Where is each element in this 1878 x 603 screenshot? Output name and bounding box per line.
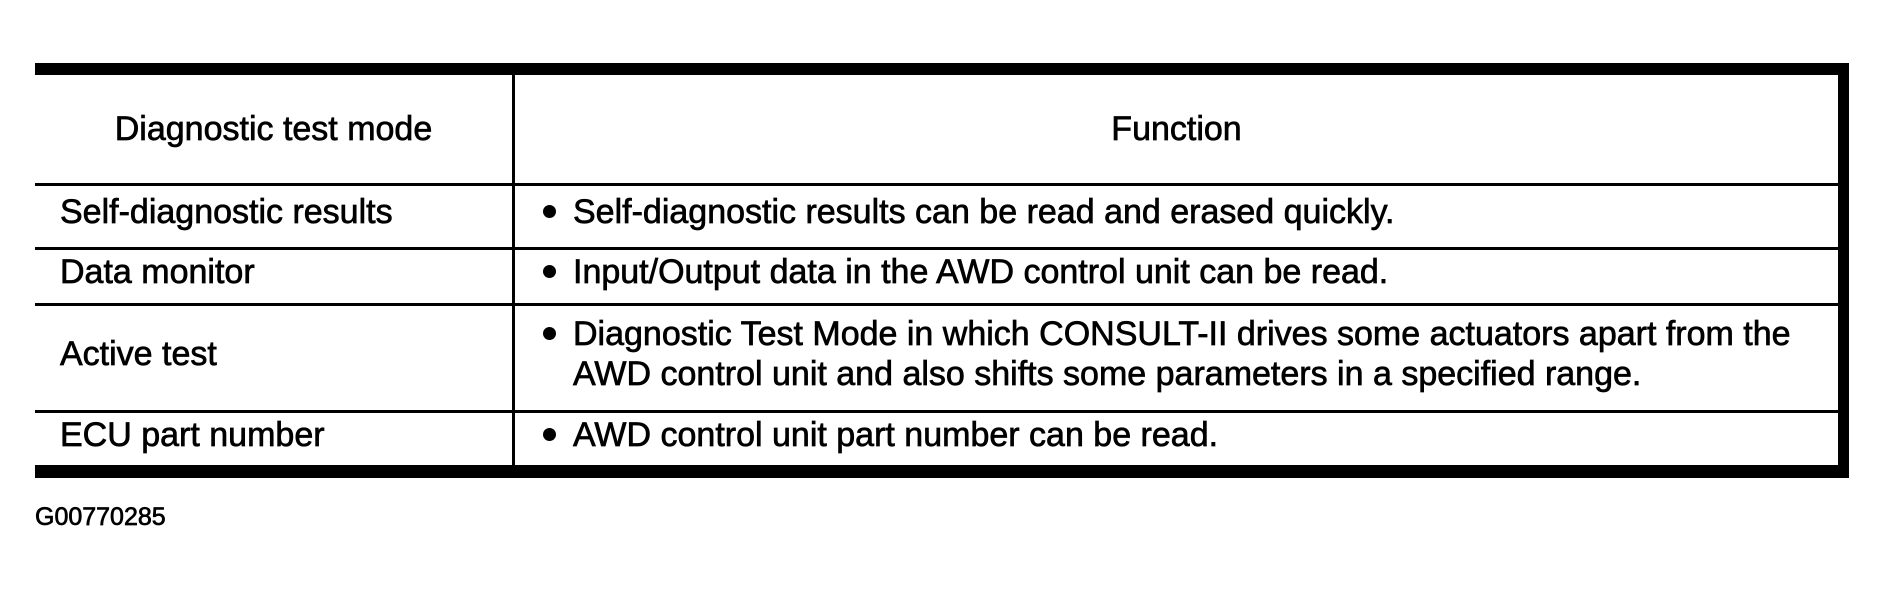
function-cell: Diagnostic Test Mode in which CONSULT-II… [515, 306, 1838, 410]
table-row: Self-diagnostic results Self-diagnostic … [35, 183, 1838, 247]
diagnostic-test-mode-table: Diagnostic test mode Function Self-diagn… [35, 63, 1849, 478]
column-header-diagnostic-test-mode: Diagnostic test mode [35, 75, 515, 183]
function-text: AWD control unit part number can be read… [573, 415, 1219, 454]
function-cell: AWD control unit part number can be read… [515, 413, 1838, 465]
mode-cell: Self-diagnostic results [35, 186, 515, 247]
table-header-row: Diagnostic test mode Function [35, 75, 1838, 183]
mode-cell: Data monitor [35, 250, 515, 303]
function-text: Self-diagnostic results can be read and … [573, 193, 1395, 232]
bullet-icon [543, 427, 556, 441]
function-cell: Self-diagnostic results can be read and … [515, 186, 1838, 247]
table-row: ECU part number AWD control unit part nu… [35, 410, 1838, 465]
table-row: Active test Diagnostic Test Mode in whic… [35, 303, 1838, 410]
function-text: Input/Output data in the AWD control uni… [573, 253, 1389, 292]
bullet-icon [543, 205, 556, 218]
column-header-function: Function [1111, 110, 1242, 149]
bullet-icon [543, 265, 556, 278]
mode-cell: Active test [35, 306, 515, 410]
function-cell: Input/Output data in the AWD control uni… [515, 250, 1838, 303]
table-row: Data monitor Input/Output data in the AW… [35, 247, 1838, 303]
mode-cell: ECU part number [35, 413, 515, 465]
function-text: Diagnostic Test Mode in which CONSULT-II… [573, 314, 1791, 393]
bullet-icon [543, 326, 556, 340]
figure-code: G00770285 [35, 503, 166, 532]
